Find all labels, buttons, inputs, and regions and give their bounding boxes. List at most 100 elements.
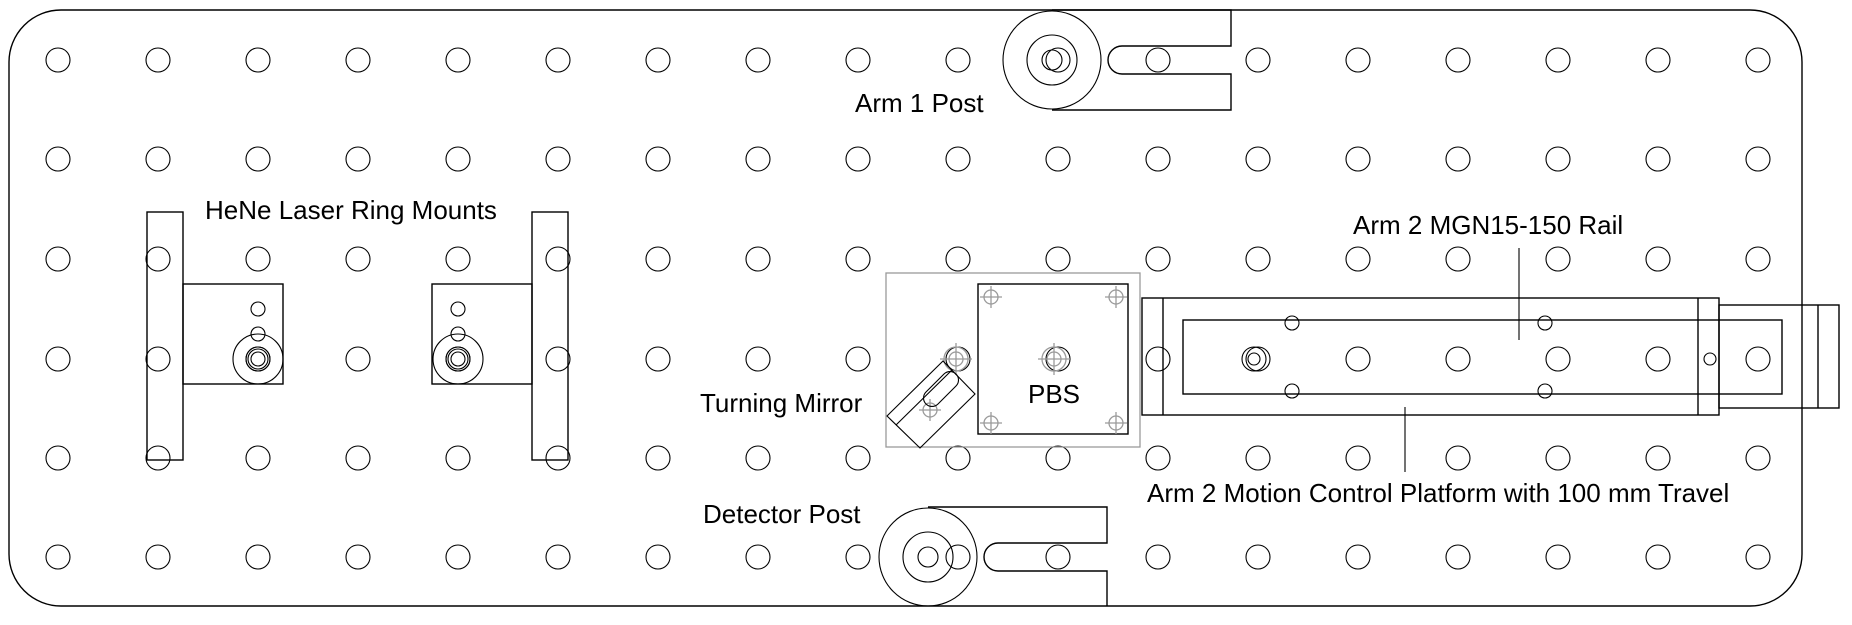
mounting-hole (45, 346, 71, 372)
screw-hole (250, 326, 266, 342)
detector-post (878, 506, 1108, 607)
pbs-assembly (885, 272, 1141, 448)
mounting-hole (45, 445, 71, 471)
mounting-hole (645, 544, 671, 570)
mounting-hole (545, 544, 571, 570)
mount-post-bar (531, 211, 569, 461)
mounting-hole (1045, 445, 1071, 471)
mounting-hole (145, 346, 171, 372)
mounting-hole (945, 47, 971, 73)
mounting-hole (445, 445, 471, 471)
laser-ring-inner (447, 348, 469, 370)
mounting-hole (845, 246, 871, 272)
pbs-baseplate (885, 272, 1141, 448)
laser-ring (232, 333, 284, 385)
mounting-hole (1045, 544, 1071, 570)
mounting-hole (1245, 544, 1271, 570)
mounting-hole (945, 246, 971, 272)
mounting-hole (545, 445, 571, 471)
mounting-hole (745, 146, 771, 172)
mounting-hole (345, 445, 371, 471)
mounting-hole (645, 445, 671, 471)
laser-ring (432, 333, 484, 385)
post-ring (902, 531, 954, 583)
laser-ring-inner (247, 348, 269, 370)
mounting-hole (1245, 246, 1271, 272)
mounting-hole (845, 146, 871, 172)
mounting-hole (1445, 47, 1471, 73)
mounting-hole (1545, 246, 1571, 272)
crosshair-screw-icon (919, 399, 941, 421)
mounting-hole (1245, 445, 1271, 471)
mirror-plate (886, 360, 976, 449)
mounting-hole (545, 146, 571, 172)
mounting-hole (1345, 47, 1371, 73)
crosshair-screw-icon (1038, 343, 1070, 375)
mounting-hole (1145, 146, 1171, 172)
laser-ring-inner (245, 346, 271, 372)
mounting-hole (445, 246, 471, 272)
mounting-hole (645, 47, 671, 73)
mounting-hole (1745, 47, 1771, 73)
mounting-hole (1145, 246, 1171, 272)
label-arm2-rail: Arm 2 MGN15-150 Rail (1353, 210, 1623, 240)
mounting-hole (545, 346, 571, 372)
mgn15-rail (1182, 319, 1783, 395)
mounting-hole (745, 445, 771, 471)
mounting-hole (145, 47, 171, 73)
crosshair-screw-icon (980, 286, 1002, 308)
mounting-hole (345, 47, 371, 73)
pbs-screw-holes (919, 286, 1127, 434)
post-base (878, 507, 978, 607)
mounting-hole (1445, 146, 1471, 172)
mount-plate (431, 283, 533, 385)
mounting-hole (1745, 544, 1771, 570)
mounting-hole (1645, 544, 1671, 570)
mounting-hole (245, 544, 271, 570)
mounting-hole (545, 246, 571, 272)
mounting-hole (45, 47, 71, 73)
mounting-hole (1345, 445, 1371, 471)
mounting-hole (1545, 445, 1571, 471)
mounting-hole (645, 146, 671, 172)
mounting-hole (1245, 346, 1271, 372)
mounting-hole (445, 146, 471, 172)
carriage-screw (1537, 383, 1553, 399)
mounting-hole (1245, 47, 1271, 73)
post-clamp-arm (928, 506, 1108, 606)
mounting-hole (45, 246, 71, 272)
mounting-hole (245, 146, 271, 172)
mounting-hole (45, 146, 71, 172)
rail-extension (1718, 304, 1840, 409)
mounting-hole (1045, 146, 1071, 172)
pbs-cube-mount (977, 283, 1129, 435)
post-clamp-arm (1052, 9, 1232, 111)
mounting-hole (1245, 146, 1271, 172)
laser-ring-inner (450, 351, 466, 367)
label-arm2-platform: Arm 2 Motion Control Platform with 100 m… (1147, 478, 1729, 508)
mounting-hole (445, 544, 471, 570)
mounting-hole (145, 246, 171, 272)
hene-ring-mount-left (146, 211, 284, 461)
mounting-hole (1145, 47, 1171, 73)
mounting-hole (1645, 47, 1671, 73)
post-center (1041, 49, 1063, 71)
mounting-hole (945, 544, 971, 570)
mounting-hole (445, 47, 471, 73)
mounting-hole (945, 445, 971, 471)
mounting-hole (845, 346, 871, 372)
mounting-hole (1545, 47, 1571, 73)
arm1-post (1002, 9, 1232, 111)
mounting-hole (245, 445, 271, 471)
mounting-hole (245, 246, 271, 272)
mounting-hole (345, 346, 371, 372)
post-ring (1026, 34, 1078, 86)
screw-hole (250, 301, 266, 317)
mounting-hole (945, 146, 971, 172)
label-turning-mirror: Turning Mirror (700, 388, 863, 418)
carriage-screw (1284, 383, 1300, 399)
mounting-hole (1145, 445, 1171, 471)
crosshair-screw-icon (1105, 286, 1127, 308)
carriage-screw (1537, 315, 1553, 331)
